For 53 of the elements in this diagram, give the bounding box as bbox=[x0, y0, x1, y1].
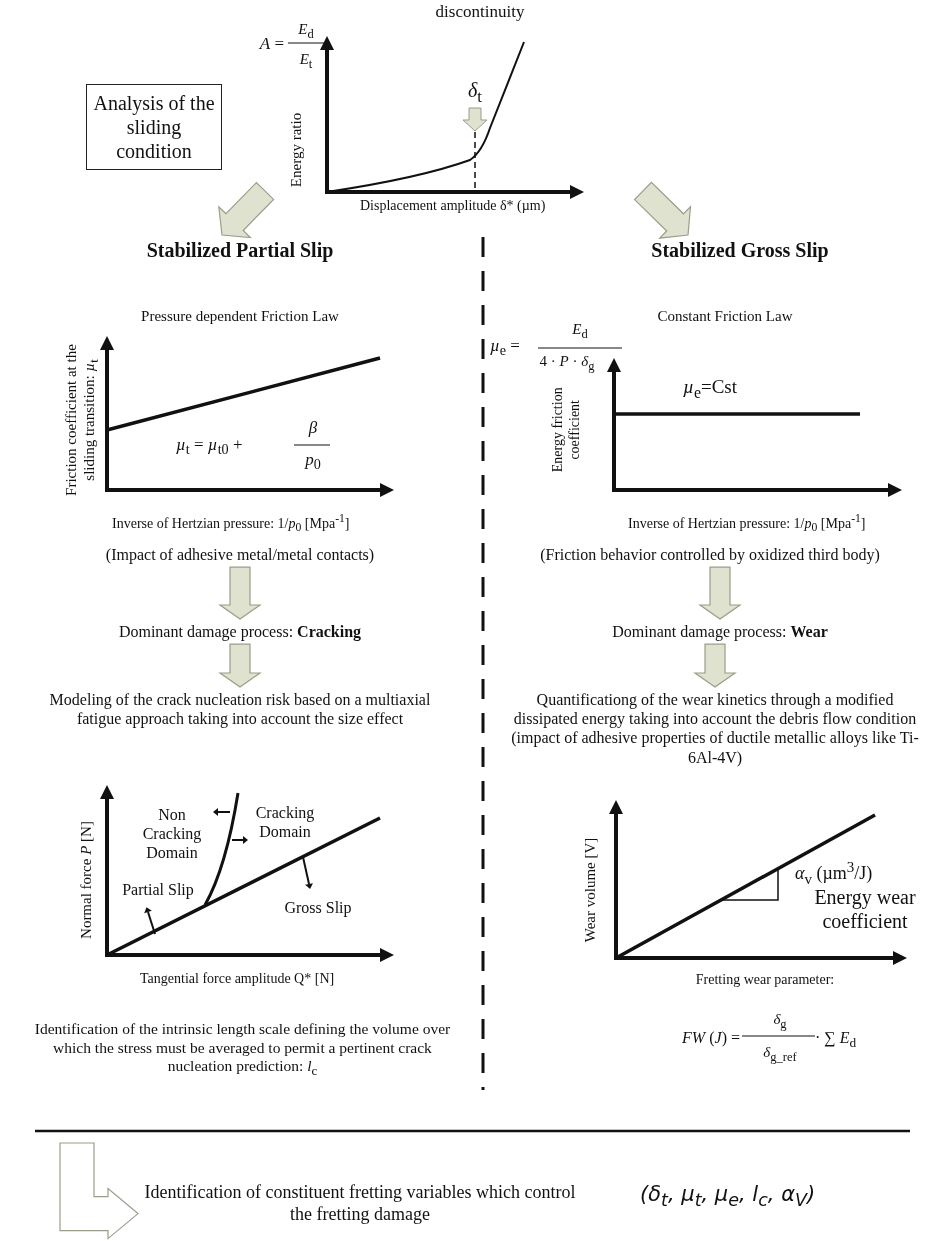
process-text: Identification of the intrinsic length scale defining the volume over which the stress must be averaged to permit a pertinent crack nucleation prediction: l$_{c}$ bbox=[25, 1020, 460, 1079]
section-heading: Stabilized Gross Slip bbox=[610, 238, 870, 262]
axis-label: Inverse of Hertzian pressure: 1/p$_{0}$ [Mpa$^{-1}$] bbox=[112, 512, 351, 536]
line-graph-drawing bbox=[320, 36, 584, 199]
coefficient-label: α$_{v}$ (µm$^{3}$/J) bbox=[795, 858, 874, 888]
block-arrow bbox=[218, 181, 275, 239]
axis-label: Energy friction coefficient bbox=[550, 386, 583, 475]
chart-title: Constant Friction Law bbox=[656, 307, 794, 325]
section-heading: Stabilized Partial Slip bbox=[120, 238, 360, 262]
process-text: Dominant damage process: Cracking bbox=[50, 622, 430, 642]
axis-label: Normal force P [N] bbox=[77, 820, 95, 941]
formula-text: A = bbox=[258, 34, 284, 55]
note-text: (Friction behavior controlled by oxidized third body) bbox=[485, 545, 935, 565]
process-text: Quantificationg of the wear kinetics through a modified dissipated energy taking into account the debris flow condition (impact of adhesive properties of ductile metallic alloys like Ti-6Al-4V) bbox=[510, 690, 920, 767]
region-label: Gross Slip bbox=[283, 898, 353, 918]
formula-text: · ∑ E$_{d}$ bbox=[815, 1028, 858, 1052]
conclusion-text: Identification of constituent fretting variables which control the fretting damage bbox=[140, 1182, 580, 1226]
block-arrow bbox=[218, 643, 262, 688]
formula-text: 4 · P · δ$_{g}$ bbox=[538, 352, 596, 374]
block-arrow bbox=[218, 566, 262, 620]
formula-text: FW (J) = bbox=[681, 1028, 740, 1048]
region-label: Non Cracking Domain bbox=[141, 805, 203, 863]
variable-list: (δ$_{t}$, μ$_{t}$, μ$_{e}$, l$_{c}$, α$_{V}$) bbox=[640, 1182, 900, 1212]
axis-label: Energy ratio bbox=[287, 111, 305, 190]
block-arrow bbox=[59, 1142, 139, 1240]
formula-text: µ$_{e}$=Cst bbox=[683, 376, 739, 403]
axis-label: Displacement amplitude δ* (µm) bbox=[360, 198, 547, 215]
block-arrow bbox=[693, 643, 737, 688]
process-text: Modeling of the crack nucleation risk based on a multiaxial fatigue approach taking into account the size effect bbox=[35, 690, 445, 729]
axis-label: Tangential force amplitude Q* [N] bbox=[140, 971, 336, 988]
coefficient-label: Energy wear coefficient bbox=[813, 885, 917, 933]
text-box: Analysis of the sliding condition bbox=[86, 84, 222, 170]
region-label: Cracking Domain bbox=[254, 803, 316, 842]
region-label: Partial Slip bbox=[121, 880, 195, 900]
formula-text: p$_{0}$ bbox=[303, 450, 322, 474]
axis-label: Inverse of Hertzian pressure: 1/p$_{0}$ [Mpa$^{-1}$] bbox=[628, 512, 867, 536]
axis-label: Wear volume [V] bbox=[581, 836, 599, 945]
formula-text: µ$_{t}$ = µ$_{t0}$ + bbox=[176, 435, 244, 459]
formula-text: δ$_{g}$ bbox=[772, 1010, 788, 1032]
block-arrow bbox=[633, 181, 692, 239]
chart-title: Pressure dependent Friction Law bbox=[140, 307, 340, 325]
block-arrow bbox=[698, 566, 742, 620]
formula-text: E$_{t}$ bbox=[298, 50, 314, 72]
annotation-text: discontinuity bbox=[434, 2, 526, 23]
formula-text: E$_{d}$ bbox=[571, 320, 589, 342]
formula-text: µ$_{e}$ = bbox=[490, 336, 521, 360]
formula-text: δ$_{g_ref}$ bbox=[762, 1043, 798, 1065]
symbol-label: δ$_{t}$ bbox=[467, 78, 483, 107]
process-text: Dominant damage process: Wear bbox=[555, 622, 885, 642]
formula-text: E$_{d}$ bbox=[297, 20, 315, 42]
chart-title: Fretting wear parameter: bbox=[694, 972, 836, 989]
note-text: (Impact of adhesive metal/metal contacts) bbox=[60, 545, 420, 565]
formula-text: β bbox=[307, 418, 319, 439]
